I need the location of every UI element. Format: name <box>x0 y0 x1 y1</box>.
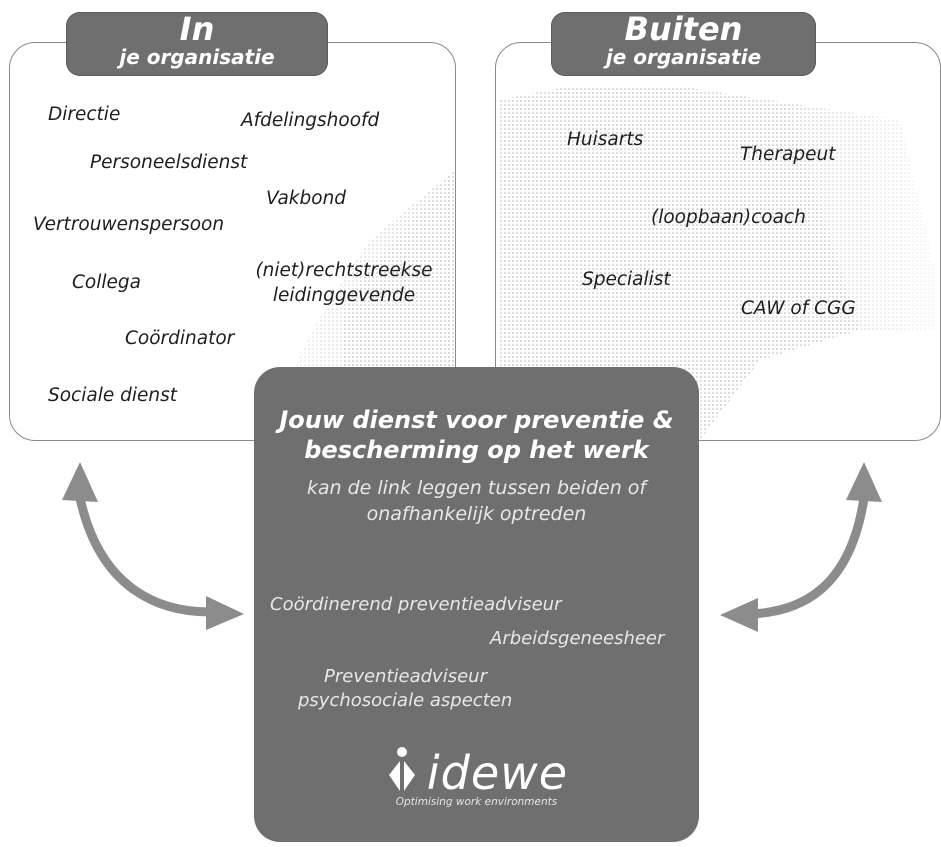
role-arbeidsgeneesheer: Arbeidsgeneesheer <box>490 628 665 649</box>
right-arrow-head-up <box>846 462 882 502</box>
item-collega: Collega <box>72 272 141 293</box>
left-arrow-head-right <box>206 596 244 630</box>
outside-organisation-tab: Buiten je organisatie <box>551 12 816 76</box>
item-afdelingshoofd: Afdelingshoofd <box>241 110 380 131</box>
item-coordinator: Coördinator <box>125 328 235 349</box>
inside-subtitle: je organisatie <box>119 45 275 69</box>
item-directie: Directie <box>48 104 121 125</box>
item-leidinggevende-line2: leidinggevende <box>272 285 416 306</box>
center-title-line1: Jouw dienst voor preventie & <box>279 406 674 434</box>
outside-subtitle: je organisatie <box>605 45 762 69</box>
prevention-service-panel: Jouw dienst voor preventie & bescherming… <box>254 367 699 842</box>
item-huisarts: Huisarts <box>567 129 644 150</box>
item-leidinggevende-line1: (niet)rechtstreekse <box>255 260 433 281</box>
item-vertrouwenspersoon: Vertrouwenspersoon <box>33 214 225 235</box>
center-title: Jouw dienst voor preventie & bescherming… <box>254 405 699 465</box>
idewe-wordmark: idewe <box>426 746 569 800</box>
left-arrow-head-up <box>62 462 98 502</box>
role-coordinerend-preventieadviseur: Coördinerend preventieadviseur <box>270 594 562 615</box>
center-subtitle-line1: kan de link leggen tussen beiden of <box>306 477 647 499</box>
item-caw-cgg: CAW of CGG <box>741 298 856 319</box>
center-subtitle-line2: onafhankelijk optreden <box>366 503 587 525</box>
outside-title: Buiten <box>624 10 743 48</box>
item-specialist: Specialist <box>582 269 671 290</box>
idewe-mark-icon <box>388 747 415 791</box>
center-title-line2: bescherming op het werk <box>304 436 649 464</box>
role-preventieadviseur: Preventieadviseur <box>324 666 487 687</box>
role-psychosociale-aspecten: psychosociale aspecten <box>298 690 513 711</box>
item-vakbond: Vakbond <box>266 188 347 209</box>
inside-title: In <box>179 10 215 48</box>
item-sociale-dienst: Sociale dienst <box>48 385 177 406</box>
center-subtitle: kan de link leggen tussen beiden of onaf… <box>254 475 699 527</box>
idewe-logo: idewe Optimising work environments <box>254 745 699 808</box>
right-arrow-curve <box>745 493 869 619</box>
inside-organisation-tab: In je organisatie <box>66 12 328 76</box>
idewe-tagline: Optimising work environments <box>395 796 558 808</box>
right-arrow-head-left <box>720 598 758 632</box>
item-loopbaancoach: (loopbaan)coach <box>651 207 806 228</box>
left-arrow-curve <box>75 493 215 617</box>
item-therapeut: Therapeut <box>740 144 836 165</box>
item-personeelsdienst: Personeelsdienst <box>90 152 248 173</box>
